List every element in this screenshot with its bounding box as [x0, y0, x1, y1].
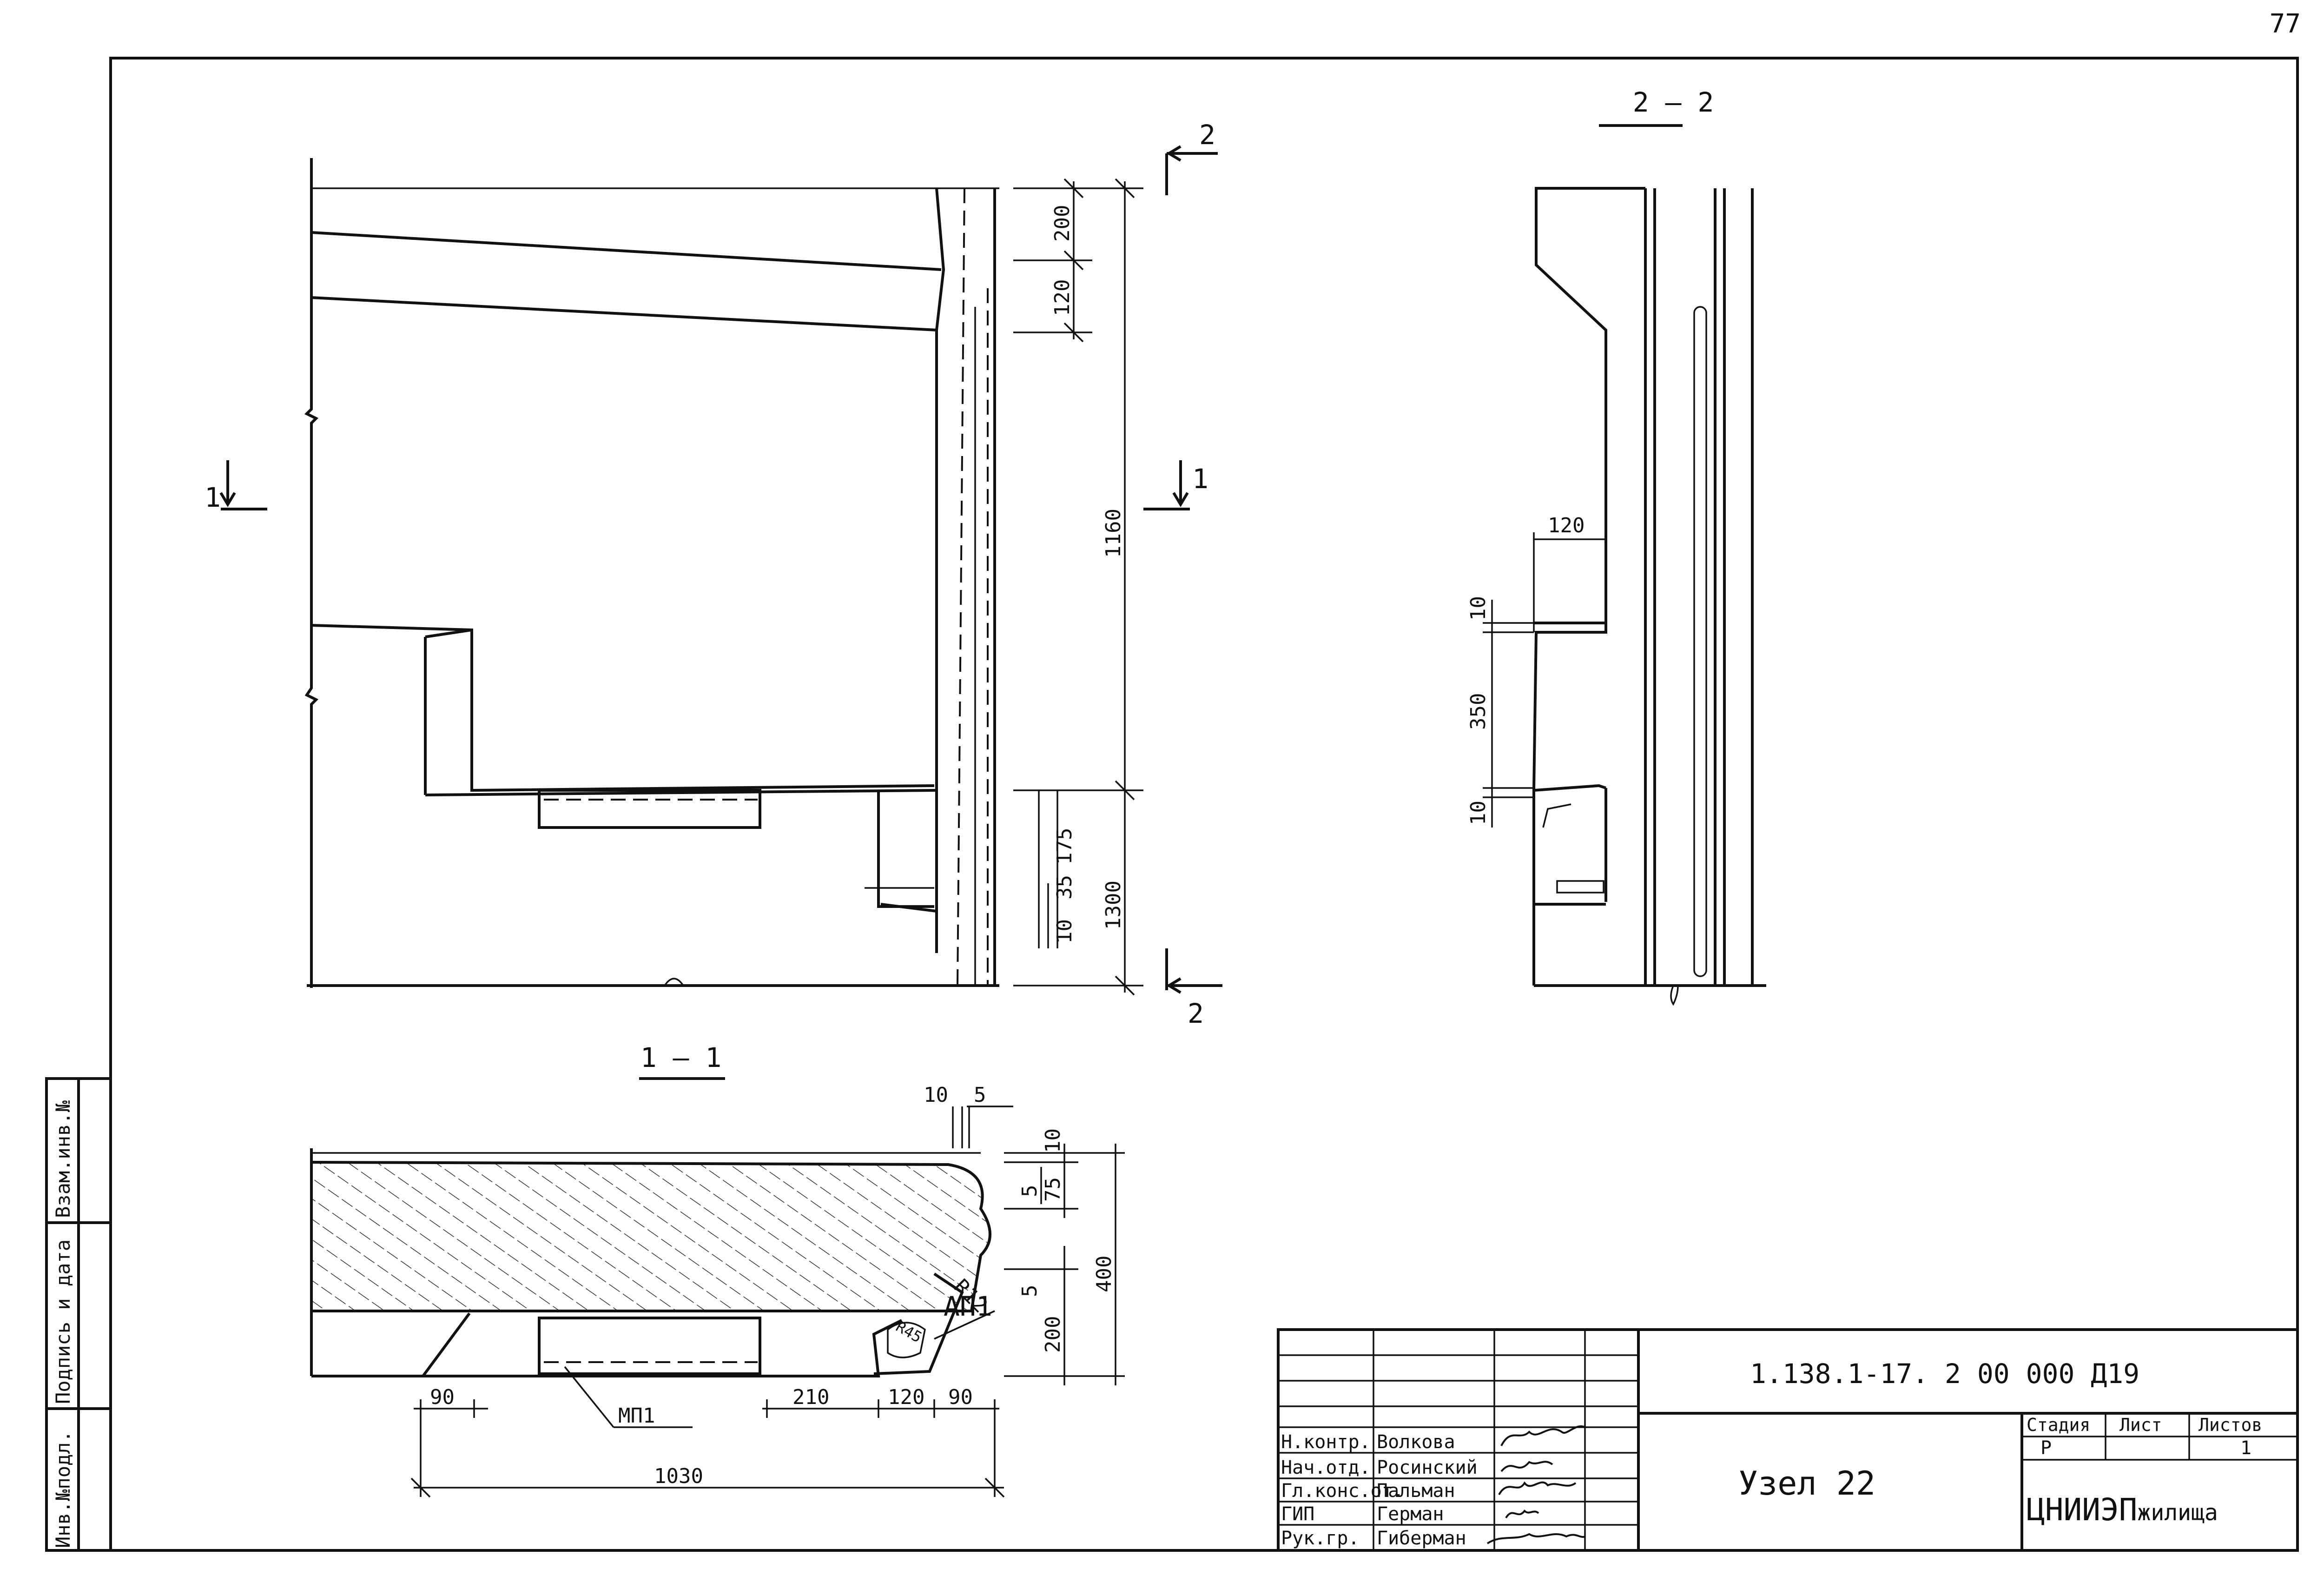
- sheets-header: Листов: [2199, 1415, 2262, 1435]
- dim-2-2-350: 350: [1466, 693, 1490, 730]
- elevation-view: 200 120 1160 175 35 10 1300 1 1 2 2: [205, 119, 1222, 1029]
- side-stamp: Инв.№подл. Подпись и дата Взам.инв.№: [45, 1077, 112, 1552]
- drawing-frame: [109, 57, 2299, 1552]
- dim-35: 35: [1053, 875, 1076, 900]
- name-3: Герман: [1377, 1503, 1444, 1525]
- sheets-value: 1: [2240, 1437, 2251, 1459]
- dim-1-1-75: 75: [1041, 1177, 1065, 1202]
- dim-1-1-5-right: 5: [1018, 1185, 1042, 1198]
- section-mark-2-bottom: 2: [1188, 998, 1204, 1029]
- dim-1-1-10: 10: [924, 1083, 948, 1107]
- dim-1-1-120: 120: [888, 1385, 924, 1409]
- dim-10: 10: [1053, 919, 1076, 944]
- dim-1-1-90-left: 90: [430, 1385, 455, 1409]
- dim-1-1-5: 5: [974, 1083, 986, 1107]
- section-marks: 1 1 2 2: [205, 119, 1222, 1029]
- dim-2-2-120: 120: [1548, 514, 1585, 537]
- role-0: Н.контр.: [1281, 1431, 1371, 1453]
- title-block: 1.138.1-17. 2 00 000 Д19 Узел 22 Стадия …: [1277, 1328, 2299, 1552]
- stage-header: Стадия: [2027, 1415, 2090, 1435]
- dim-1-1-210: 210: [792, 1385, 829, 1409]
- role-2: Гл.конс.от.: [1281, 1480, 1404, 1502]
- dim-120: 120: [1050, 279, 1074, 316]
- organization-suffix: жилища: [2137, 1500, 2218, 1526]
- section-1-1-dimensions-right: 10 5 10 5 75 400 5 200: [924, 1083, 1125, 1385]
- ap1-label: АП1: [944, 1291, 992, 1322]
- name-1: Росинский: [1377, 1457, 1478, 1478]
- elevation-dimension-chain: 200 120 1160 175 35 10 1300: [1013, 178, 1143, 996]
- mp1-label: МП1: [618, 1404, 655, 1428]
- dim-1-1-200: 200: [1041, 1316, 1065, 1353]
- dim-2-2-10-bottom: 10: [1466, 801, 1490, 825]
- section-1-1: 1 – 1 МП1 АП1 R12 R45 10 5: [310, 1042, 1125, 1498]
- dim-1160: 1160: [1102, 509, 1125, 558]
- section-mark-1-right: 1: [1192, 463, 1208, 495]
- dim-1-1-1030: 1030: [654, 1464, 703, 1488]
- dim-1300: 1300: [1102, 881, 1125, 930]
- name-0: Волкова: [1377, 1431, 1455, 1453]
- section-mark-1-left: 1: [205, 482, 221, 513]
- section-2-2-title: 2 – 2: [1633, 86, 1714, 118]
- section-2-2: 2 – 2 120 10 350 10: [1466, 86, 1766, 1006]
- side-stamp-inv-original: Инв.№подл.: [52, 1430, 74, 1548]
- role-4: Рук.гр.: [1281, 1528, 1360, 1549]
- handwritten-signatures: [1486, 1425, 1585, 1544]
- organization-name: ЦНИИЭПжилища: [2027, 1492, 2218, 1528]
- dim-2-2-10-top: 10: [1466, 596, 1490, 621]
- side-stamp-replaced-inv: Взам.инв.№: [52, 1100, 74, 1218]
- section-mark-2-top: 2: [1199, 119, 1215, 151]
- dim-1-1-400: 400: [1092, 1256, 1116, 1292]
- name-4: Гиберман: [1377, 1528, 1466, 1549]
- stage-value: Р: [2040, 1437, 2052, 1459]
- dim-175: 175: [1053, 828, 1076, 865]
- role-1: Нач.отд.: [1281, 1457, 1371, 1478]
- organization-main: ЦНИИЭП: [2027, 1492, 2137, 1528]
- dim-200: 200: [1050, 205, 1074, 242]
- dim-1-1-10-right: 10: [1041, 1128, 1065, 1153]
- document-code: 1.138.1-17. 2 00 000 Д19: [1750, 1358, 2139, 1390]
- dim-1-1-5-lower: 5: [1018, 1285, 1042, 1298]
- role-3: ГИП: [1281, 1503, 1314, 1525]
- side-stamp-signature-date: Подпись и дата: [52, 1239, 74, 1404]
- sheet-title: Узел 22: [1738, 1464, 1875, 1503]
- section-1-1-dimensions-bottom: 90 210 120 90 1030: [410, 1385, 1005, 1498]
- name-2: Пальман: [1377, 1480, 1455, 1502]
- section-1-1-title: 1 – 1: [640, 1042, 722, 1073]
- page-number: 77: [2270, 9, 2301, 39]
- sheet-header: Лист: [2119, 1415, 2162, 1435]
- dim-1-1-90-right: 90: [948, 1385, 973, 1409]
